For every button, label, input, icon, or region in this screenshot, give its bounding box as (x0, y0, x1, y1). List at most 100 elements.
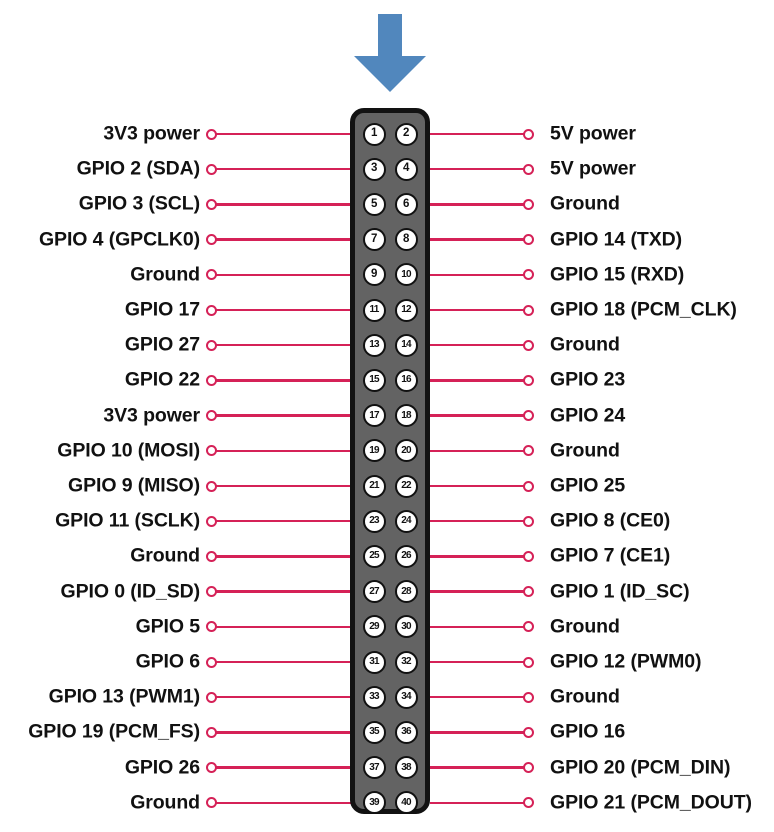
pin-1[interactable]: 1 (362, 122, 386, 146)
pin-endpoint-5 (205, 198, 217, 210)
pin-14[interactable]: 14 (394, 333, 418, 357)
pin-label-5: GPIO 3 (SCL) (78, 192, 200, 215)
pin-17[interactable]: 17 (362, 404, 386, 428)
pin-lead-line-34 (430, 695, 528, 699)
pin-endpoint-16 (522, 374, 534, 386)
pin-lead-line-39 (211, 801, 352, 805)
pin-3[interactable]: 3 (362, 157, 386, 181)
pin-label-17: 3V3 power (103, 403, 200, 426)
pin-label-29: GPIO 5 (135, 615, 201, 638)
pin-endpoint-29 (205, 621, 217, 633)
pin-25[interactable]: 25 (362, 544, 386, 568)
pin-endpoint-24 (522, 515, 534, 527)
pin-label-7: GPIO 4 (GPCLK0) (38, 227, 200, 250)
pin-lead-line-2 (430, 132, 528, 136)
pin-32[interactable]: 32 (394, 650, 418, 674)
pin-endpoint-26 (522, 550, 534, 562)
pin-16[interactable]: 16 (394, 368, 418, 392)
pin-endpoint-34 (522, 691, 534, 703)
pin-lead-line-37 (211, 766, 352, 769)
pin-18[interactable]: 18 (394, 404, 418, 428)
pin-28[interactable]: 28 (394, 580, 418, 604)
pin-label-2: 5V power (550, 122, 636, 145)
pin-29[interactable]: 29 (362, 615, 386, 639)
pin-lead-line-7 (211, 238, 352, 241)
pin-19[interactable]: 19 (362, 439, 386, 463)
pin-label-13: GPIO 27 (124, 333, 200, 356)
pin-7[interactable]: 7 (362, 228, 386, 252)
pin-endpoint-32 (522, 656, 534, 668)
pin-label-10: GPIO 15 (RXD) (550, 263, 685, 286)
pin-lead-line-4 (430, 167, 528, 171)
pin-lead-line-30 (430, 625, 528, 629)
pin-endpoint-7 (205, 234, 217, 246)
pin-endpoint-38 (522, 762, 534, 774)
pin-5[interactable]: 5 (362, 192, 386, 216)
pin-endpoint-23 (205, 515, 217, 527)
pin-2[interactable]: 2 (394, 122, 418, 146)
pin-lead-line-1 (211, 132, 352, 136)
pin-22[interactable]: 22 (394, 474, 418, 498)
pin-9[interactable]: 9 (362, 263, 386, 287)
pin-label-20: Ground (550, 439, 620, 462)
pin-label-3: GPIO 2 (SDA) (76, 157, 201, 180)
pin-lead-line-40 (430, 801, 528, 805)
pin-label-28: GPIO 1 (ID_SC) (550, 579, 690, 602)
pin-11[interactable]: 11 (362, 298, 386, 322)
pin-lead-line-22 (430, 484, 528, 488)
pin-39[interactable]: 39 (362, 791, 386, 815)
pin-endpoint-13 (205, 339, 217, 351)
pin-26[interactable]: 26 (394, 544, 418, 568)
pin-endpoint-22 (522, 480, 534, 492)
pin-label-1: 3V3 power (103, 122, 200, 145)
pin-23[interactable]: 23 (362, 509, 386, 533)
pin-30[interactable]: 30 (394, 615, 418, 639)
pin-label-24: GPIO 8 (CE0) (550, 509, 671, 532)
pin-21[interactable]: 21 (362, 474, 386, 498)
pin-endpoint-17 (205, 410, 217, 422)
pin-24[interactable]: 24 (394, 509, 418, 533)
pin-lead-line-9 (211, 273, 352, 277)
pin-33[interactable]: 33 (362, 685, 386, 709)
pin-label-39: Ground (130, 791, 200, 814)
pin-lead-line-8 (430, 238, 528, 241)
pin-lead-line-27 (211, 590, 352, 593)
pin-34[interactable]: 34 (394, 685, 418, 709)
pin-lead-line-24 (430, 519, 528, 523)
pin-12[interactable]: 12 (394, 298, 418, 322)
pin-20[interactable]: 20 (394, 439, 418, 463)
pin-endpoint-12 (522, 304, 534, 316)
pin-15[interactable]: 15 (362, 368, 386, 392)
pin-27[interactable]: 27 (362, 580, 386, 604)
pin-endpoint-9 (205, 269, 217, 281)
pin-endpoint-33 (205, 691, 217, 703)
pin-endpoint-10 (522, 269, 534, 281)
pin-label-14: Ground (550, 333, 620, 356)
pin-endpoint-28 (522, 586, 534, 598)
pin-4[interactable]: 4 (394, 157, 418, 181)
pin-endpoint-11 (205, 304, 217, 316)
pin-label-34: Ground (550, 685, 620, 708)
pin-6[interactable]: 6 (394, 192, 418, 216)
pin-lead-line-12 (430, 308, 528, 312)
pin-8[interactable]: 8 (394, 228, 418, 252)
pin-label-23: GPIO 11 (SCLK) (55, 509, 200, 532)
pin-endpoint-8 (522, 234, 534, 246)
pin-10[interactable]: 10 (394, 263, 418, 287)
pin-endpoint-2 (522, 128, 534, 140)
pin-endpoint-40 (522, 797, 534, 809)
pin-38[interactable]: 38 (394, 756, 418, 780)
pin-40[interactable]: 40 (394, 791, 418, 815)
pin-endpoint-1 (205, 128, 217, 140)
pin-lead-line-20 (430, 449, 528, 453)
pin-37[interactable]: 37 (362, 756, 386, 780)
pin-endpoint-15 (205, 374, 217, 386)
pin-lead-line-21 (211, 484, 352, 488)
pin-lead-line-32 (430, 660, 528, 664)
pin-35[interactable]: 35 (362, 720, 386, 744)
pin-13[interactable]: 13 (362, 333, 386, 357)
pin-31[interactable]: 31 (362, 650, 386, 674)
pin-endpoint-30 (522, 621, 534, 633)
pin-36[interactable]: 36 (394, 720, 418, 744)
pin-label-18: GPIO 24 (550, 403, 626, 426)
